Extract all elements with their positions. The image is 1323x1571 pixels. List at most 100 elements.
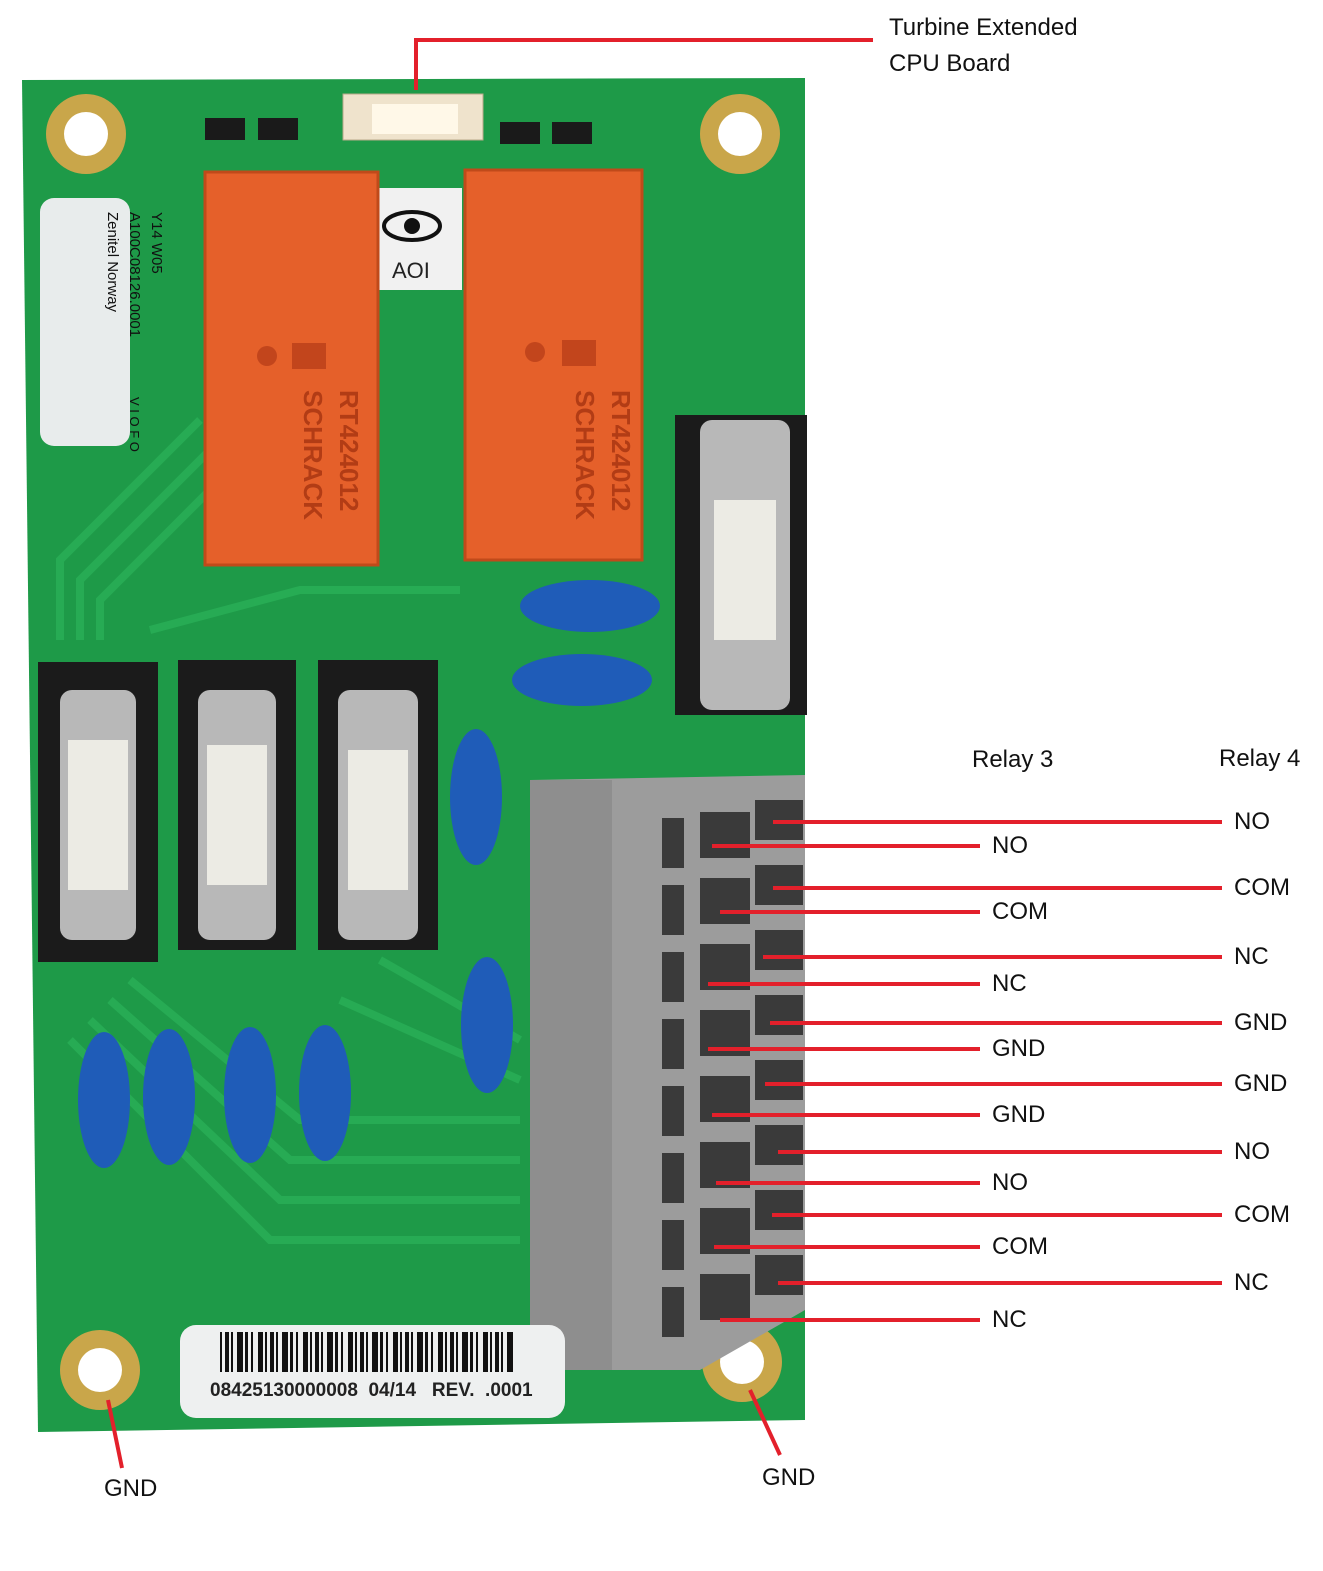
barcode-bar — [495, 1332, 499, 1372]
callout-title-line1: Turbine Extended — [889, 14, 1078, 41]
board-sticker — [40, 198, 130, 446]
barcode-bar — [476, 1332, 478, 1372]
cpu-callout-line — [414, 38, 873, 90]
barcode-bar — [507, 1332, 513, 1372]
relay-1-brand: SCHRACK — [298, 390, 328, 520]
barcode-bar — [276, 1332, 278, 1372]
relay-1-model: RT424012 — [334, 390, 364, 511]
terminal-slot — [755, 865, 803, 905]
terminal-slot — [700, 1142, 750, 1188]
terminal-block — [530, 775, 805, 1370]
gnd-right-label: GND — [762, 1464, 816, 1491]
barcode-bar — [456, 1332, 458, 1372]
barcode-bar — [282, 1332, 288, 1372]
relay4-pin-3-label: NC — [1234, 943, 1269, 970]
terminal-slot — [755, 930, 803, 970]
relay-2-model: RT424012 — [606, 390, 636, 511]
terminal-slot — [662, 1287, 684, 1337]
barcode-bar — [386, 1332, 388, 1372]
relay4-pin-5-label: GND — [1234, 1070, 1288, 1097]
relay4-pin-8-label: NC — [1234, 1269, 1269, 1296]
relay-2-brand: SCHRACK — [570, 390, 600, 520]
barcode — [220, 1332, 513, 1372]
barcode-bar — [251, 1332, 253, 1372]
barcode-bar — [445, 1332, 447, 1372]
barcode-bar — [417, 1332, 423, 1372]
sticker-line-1: Zenitel Norway — [104, 212, 121, 313]
annotation-lines — [106, 38, 1222, 1469]
barcode-bar — [303, 1332, 308, 1372]
barcode-bar — [366, 1332, 368, 1372]
terminal-slot — [662, 1019, 684, 1069]
smd-components — [205, 118, 592, 144]
sticker-marks: V I O F O — [127, 397, 142, 452]
terminal-slot — [755, 1060, 803, 1100]
eye-icon — [382, 210, 442, 242]
terminal-slot — [755, 1125, 803, 1165]
callout-title-line2: CPU Board — [889, 50, 1011, 77]
barcode-bar — [490, 1332, 492, 1372]
sticker-line-2: A100C08126.0001 — [126, 212, 143, 337]
relay3-pin-2-label: COM — [992, 898, 1048, 925]
relay3-header: Relay 3 — [972, 746, 1054, 773]
barcode-bar — [265, 1332, 267, 1372]
barcode-bar — [400, 1332, 402, 1372]
relay3-pin-4-label: GND — [992, 1035, 1046, 1062]
relay4-pin-2-label: COM — [1234, 874, 1290, 901]
barcode-bar — [411, 1332, 413, 1372]
relay3-pin-1-label: NO — [992, 832, 1028, 859]
terminal-slot — [662, 1086, 684, 1136]
terminal-slot — [700, 812, 750, 858]
barcode-bar — [220, 1332, 222, 1372]
barcode-bar — [380, 1332, 383, 1372]
barcode-bar — [335, 1332, 338, 1372]
fuses — [38, 415, 807, 962]
terminal-slot — [662, 885, 684, 935]
barcode-bar — [450, 1332, 454, 1372]
relay3-pin-6-label: NO — [992, 1169, 1028, 1196]
relay3-pin-3-label: NC — [992, 970, 1027, 997]
barcode-bar — [360, 1332, 364, 1372]
terminal-slot — [700, 878, 750, 924]
barcode-bar — [462, 1332, 468, 1372]
relay-1: RT424012 SCHRACK — [203, 170, 380, 567]
relay3-pin-7-label: COM — [992, 1233, 1048, 1260]
barcode-bar — [231, 1332, 233, 1372]
terminal-slot — [755, 995, 803, 1035]
pcb-traces — [56, 417, 522, 1244]
barcode-bar — [425, 1332, 428, 1372]
relay-2: RT424012 SCHRACK — [463, 168, 644, 562]
barcode-bar — [431, 1332, 433, 1372]
barcode-bar — [348, 1332, 353, 1372]
sticker-line-3: Y14 W05 — [148, 212, 165, 274]
relay4-header: Relay 4 — [1219, 745, 1301, 772]
relay3-pin-8-label: NC — [992, 1306, 1027, 1333]
barcode-bar — [470, 1332, 473, 1372]
barcode-bar — [438, 1332, 443, 1372]
barcode-bar — [327, 1332, 333, 1372]
terminal-slot — [662, 952, 684, 1002]
barcode-bar — [270, 1332, 274, 1372]
relay4-pin-4-label: GND — [1234, 1009, 1288, 1036]
terminal-slot — [755, 1190, 803, 1230]
barcode-bar — [225, 1332, 229, 1372]
barcode-bar — [501, 1332, 503, 1372]
gnd-left-label: GND — [104, 1475, 158, 1502]
mounting-holes — [46, 94, 782, 1410]
barcode-bar — [355, 1332, 357, 1372]
terminal-slot — [662, 1153, 684, 1203]
barcode-bar — [372, 1332, 378, 1372]
relay4-pin-1-label: NO — [1234, 808, 1270, 835]
relay3-pin-5-label: GND — [992, 1101, 1046, 1128]
relay4-pin-6-label: NO — [1234, 1138, 1270, 1165]
capacitors — [78, 580, 660, 1168]
barcode-bar — [245, 1332, 248, 1372]
barcode-bar — [258, 1332, 263, 1372]
barcode-bar — [290, 1332, 293, 1372]
aoi-text: AOI — [392, 258, 430, 283]
terminal-slot — [662, 818, 684, 868]
barcode-bar — [483, 1332, 488, 1372]
terminal-slot — [662, 1220, 684, 1270]
barcode-bar — [237, 1332, 243, 1372]
barcode-bar — [405, 1332, 409, 1372]
